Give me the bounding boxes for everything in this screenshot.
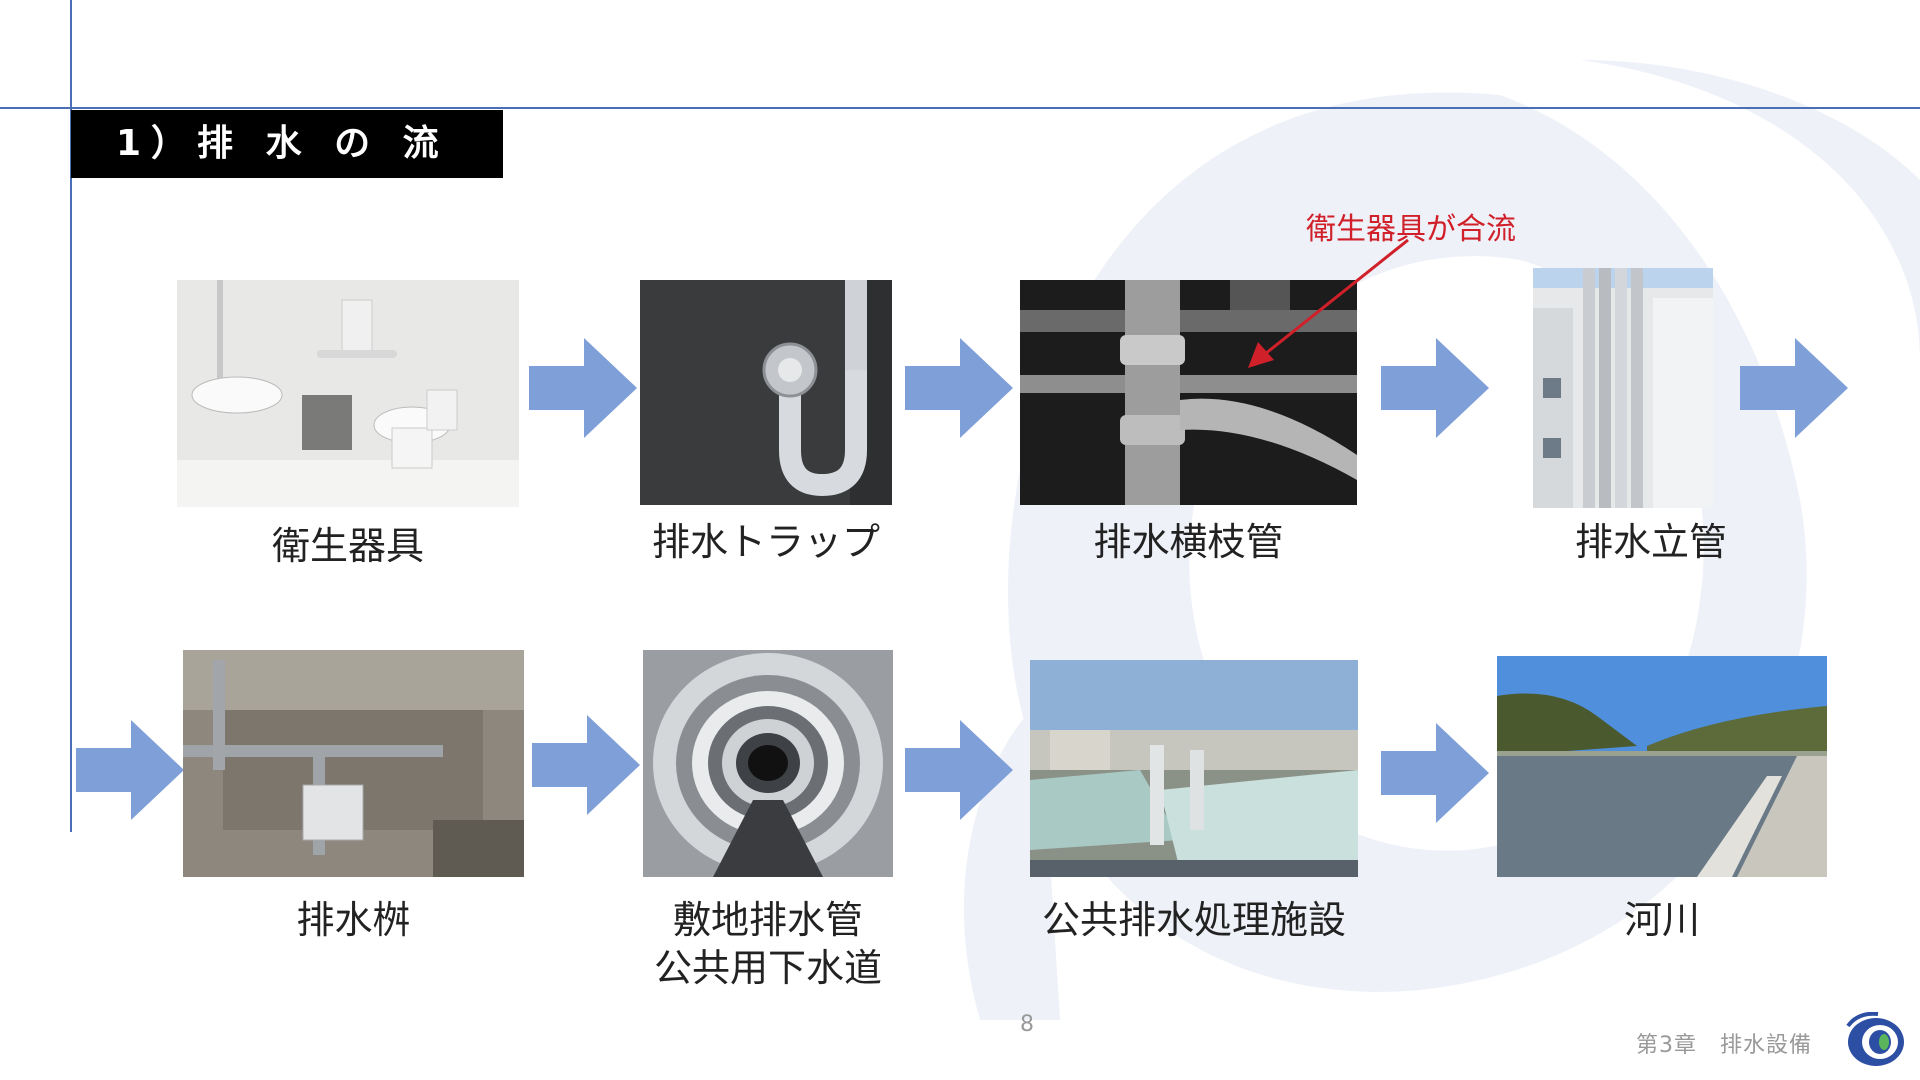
label-horizontal-branch: 排水横枝管 [1093,520,1284,564]
label-site-drain-public-sewer: 敷地排水管 公共用下水道 [620,896,916,992]
arrow-right-icon [529,338,637,438]
label-fixture: 衛生器具 [271,524,424,568]
page-number: 8 [1020,1012,1034,1037]
restroom-photo [177,280,519,507]
top-accent-line [0,107,1920,109]
label-drain-trap: 排水トラップ [651,520,880,564]
label-site-drain: 敷地排水管 [672,898,863,942]
label-drain-stack: 排水立管 [1575,520,1728,564]
arrow-right-icon [532,715,640,815]
arrow-right-icon [905,338,1013,438]
label-public-sewer: 公共用下水道 [653,946,882,990]
section-title: 1）排 水 の 流 れ [71,110,503,232]
arrow-right-icon [1381,723,1489,823]
label-treatment-plant: 公共排水処理施設 [1041,898,1346,942]
left-accent-line [70,0,72,832]
treatment-plant-photo [1030,660,1358,877]
drainage-basin-photo [183,650,524,877]
annotation-text: 衛生器具が合流 [1306,212,1516,247]
label-drainage-basin: 排水桝 [296,898,411,942]
arrow-right-icon [1740,338,1848,438]
footer-chapter: 第3章 排水設備 [1636,1033,1812,1058]
arrow-right-icon [1381,338,1489,438]
sewer-tunnel-photo [643,650,893,877]
river-photo [1497,656,1827,877]
arrow-right-icon [76,720,184,820]
drain-stack-photo [1533,268,1713,508]
arrow-right-icon [905,720,1013,820]
horizontal-branch-pipe-photo [1020,280,1357,505]
company-logo-icon [1846,1012,1904,1066]
label-river: 河川 [1623,898,1700,942]
drain-trap-photo [640,280,892,505]
annotation-arrow-icon [1248,238,1409,368]
